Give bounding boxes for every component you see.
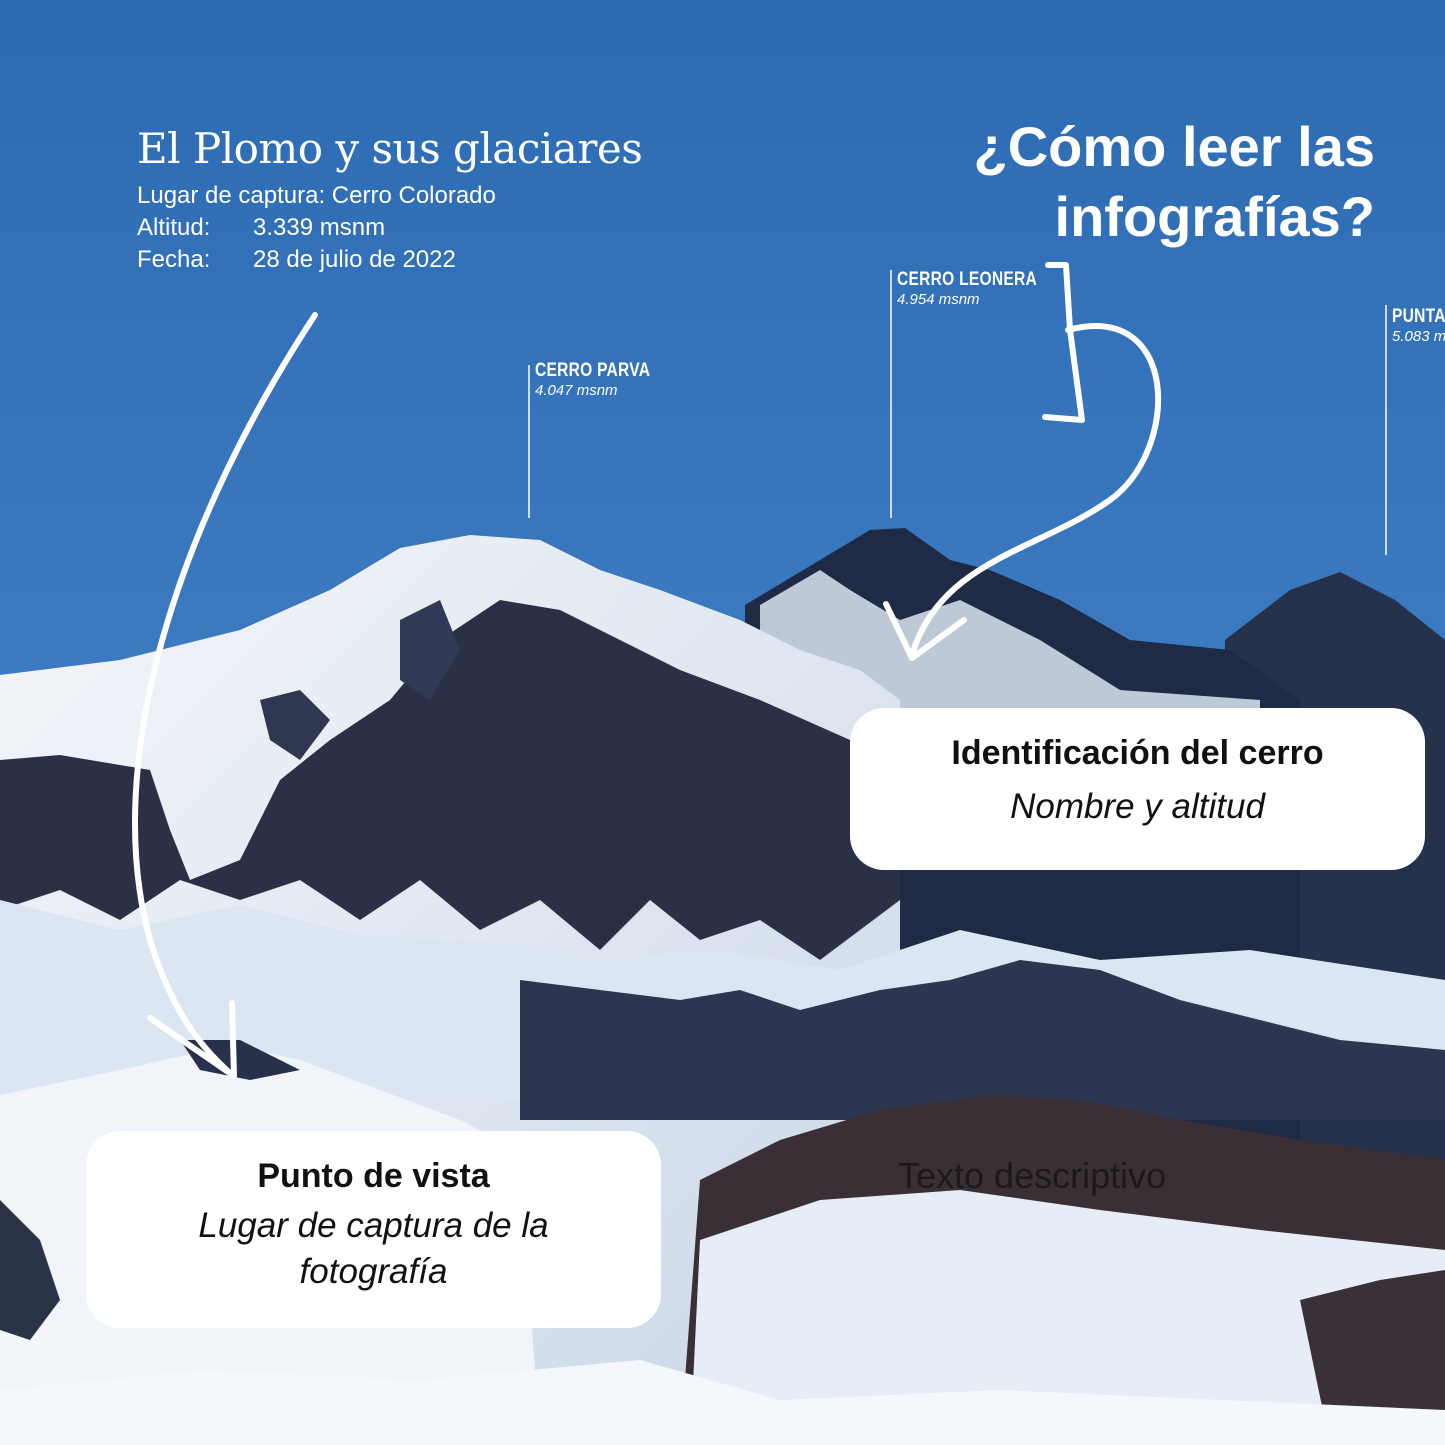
card-subtitle-line-2: fotografía xyxy=(299,1252,448,1292)
altitude-label: Altitud: xyxy=(137,214,211,241)
howto-line-2: infografías? xyxy=(1054,185,1375,248)
card-punto-de-vista: Punto de vista Lugar de captura de la fo… xyxy=(86,1131,661,1328)
peak-label-punta: PUNTA 5.083 m xyxy=(1392,307,1445,346)
arrowhead-left-icon xyxy=(147,1000,237,1079)
rock-bands xyxy=(0,600,900,960)
card-title: Identificación del cerro xyxy=(951,734,1324,772)
curved-arrow-right-icon xyxy=(909,323,1162,658)
peak-altitude: 4.047 msnm xyxy=(535,382,618,399)
photo-title: El Plomo y sus glaciares xyxy=(137,124,643,173)
altitude-value: 3.339 msnm xyxy=(253,214,386,241)
peak-name: CERRO LEONERA xyxy=(897,269,1037,290)
peak-altitude: 5.083 m xyxy=(1392,328,1445,345)
date-label: Fecha: xyxy=(137,246,211,273)
arrowhead-right-icon xyxy=(883,601,967,661)
howto-line-1: ¿Cómo leer las xyxy=(973,115,1375,178)
date-value: 28 de julio de 2022 xyxy=(253,246,456,273)
descriptive-text-overlay: Texto descriptivo xyxy=(898,1155,1167,1196)
altitude-row: Altitud: 3.339 msnm xyxy=(137,216,385,240)
card-title: Punto de vista xyxy=(257,1157,490,1195)
rock-mid xyxy=(520,960,1445,1120)
peak-label-parva: CERRO PARVA 4.047 msnm xyxy=(535,361,676,400)
howto-heading: ¿Cómo leer las infografías? xyxy=(855,112,1375,252)
peak-label-leonera: CERRO LEONERA 4.954 msnm xyxy=(897,270,1068,309)
card-subtitle: Nombre y altitud xyxy=(1010,787,1265,826)
card-subtitle-line-1: Lugar de captura de la xyxy=(198,1206,549,1245)
peak-name: PUNTA xyxy=(1392,306,1445,327)
date-row: Fecha: 28 de julio de 2022 xyxy=(137,248,456,272)
curved-arrow-left-icon xyxy=(132,312,318,1078)
peak-altitude: 4.954 msnm xyxy=(897,291,980,308)
card-identificacion: Identificación del cerro Nombre y altitu… xyxy=(850,708,1425,870)
capture-location: Lugar de captura: Cerro Colorado xyxy=(137,182,496,209)
peak-name: CERRO PARVA xyxy=(535,360,651,381)
